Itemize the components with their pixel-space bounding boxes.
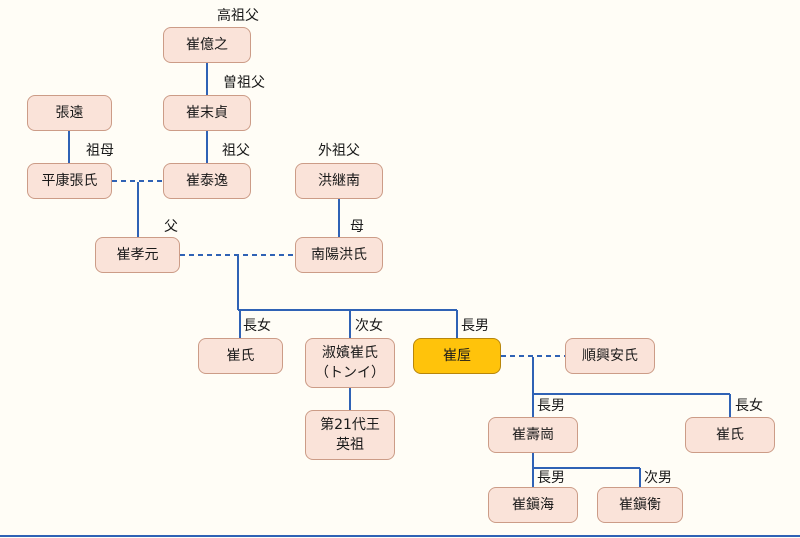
label-father: 父 xyxy=(164,219,178,235)
node-choe-taeil: 崔泰逸 xyxy=(163,163,251,199)
label-second-daughter: 次女 xyxy=(355,318,383,334)
node-choe-jinhae: 崔鎭海 xyxy=(488,487,578,523)
person-name-line: 平康張氏 xyxy=(41,172,98,189)
person-name-line: 崔氏 xyxy=(226,347,255,364)
label-second-son: 次男 xyxy=(644,470,672,486)
label-eldest-daughter-2: 長女 xyxy=(735,398,763,414)
node-yeongjo: 第21代王英祖 xyxy=(305,410,395,460)
node-namyang-hong: 南陽洪氏 xyxy=(295,237,383,273)
node-hong-gyenam: 洪継南 xyxy=(295,163,383,199)
person-name-line: 崔鎭海 xyxy=(512,496,554,513)
person-name-line: 崔泰逸 xyxy=(186,172,228,189)
person-name-line: 洪継南 xyxy=(318,172,360,189)
person-name-line: 崔億之 xyxy=(186,36,228,53)
person-name-line: 順興安氏 xyxy=(582,347,638,364)
node-choe-hu: 崔垕 xyxy=(413,338,501,374)
label-eldest-son: 長男 xyxy=(461,318,489,334)
person-name-line: 崔壽崗 xyxy=(512,426,554,443)
person-name-line: 崔垕 xyxy=(443,347,471,364)
node-pyeonggang-jang: 平康張氏 xyxy=(27,163,112,199)
node-sukbin-choe: 淑嬪崔氏 （トンイ） xyxy=(305,338,395,388)
label-eldest-daughter: 長女 xyxy=(243,318,271,334)
person-name-line: 淑嬪崔氏 xyxy=(322,344,378,361)
person-name-line: 崔末貞 xyxy=(186,104,228,121)
label-maternal-grandfather: 外祖父 xyxy=(318,143,360,159)
node-choe-maljeong: 崔末貞 xyxy=(163,95,251,131)
label-great-grandfather: 曽祖父 xyxy=(223,75,265,91)
label-eldest-son-2: 長男 xyxy=(537,398,565,414)
node-sunheung-an: 順興安氏 xyxy=(565,338,655,374)
person-name-line: 英祖 xyxy=(336,437,364,453)
person-name-line: 第21代王 xyxy=(320,416,380,433)
label-mother: 母 xyxy=(350,219,364,235)
person-name-line: 崔鎭衡 xyxy=(619,496,661,513)
person-name-line: 南陽洪氏 xyxy=(311,246,367,263)
label-great-great-grandfather: 高祖父 xyxy=(217,8,259,24)
node-choe-ssi-daughter: 崔氏 xyxy=(198,338,283,374)
label-grandfather: 祖父 xyxy=(222,143,250,159)
node-choe-sugang: 崔壽崗 xyxy=(488,417,578,453)
person-name-line: 崔氏 xyxy=(716,426,744,443)
person-name-line: 張遠 xyxy=(55,104,84,121)
node-jang-won: 張遠 xyxy=(27,95,112,131)
node-choe-jinhyeong: 崔鎭衡 xyxy=(597,487,683,523)
node-choe-ssi-grandchild: 崔氏 xyxy=(685,417,775,453)
label-grandmother: 祖母 xyxy=(86,143,114,159)
label-eldest-son-3: 長男 xyxy=(537,470,565,486)
node-choe-eokji: 崔億之 xyxy=(163,27,251,63)
node-choe-hyowon: 崔孝元 xyxy=(95,237,180,273)
person-name-line: 崔孝元 xyxy=(116,246,159,263)
person-name-line: （トンイ） xyxy=(315,365,385,381)
